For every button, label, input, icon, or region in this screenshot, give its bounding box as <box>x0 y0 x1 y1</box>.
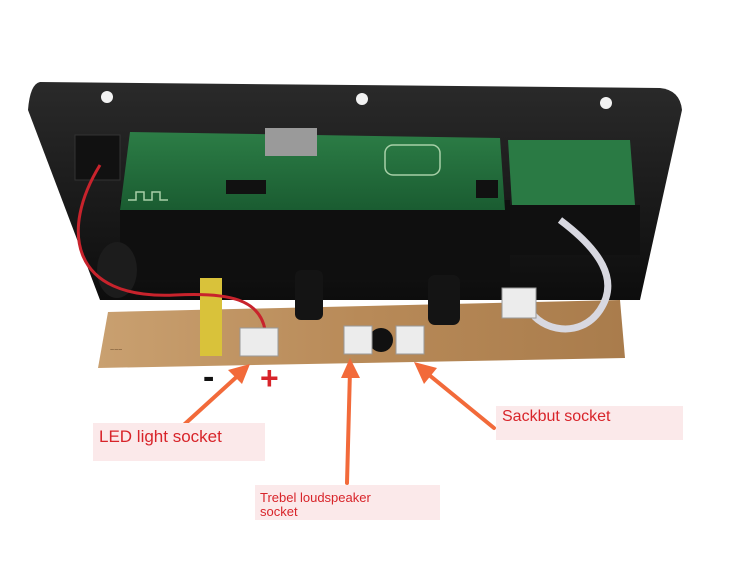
display-outline <box>384 144 441 176</box>
arrow-to-sackbut-socket <box>414 362 496 430</box>
treble-socket <box>343 325 373 355</box>
chip <box>476 180 498 198</box>
led-socket-label: LED light socket <box>93 423 265 461</box>
led-socket-label-text: LED light socket <box>99 427 222 446</box>
pcb-silkscreen: ~~~ <box>110 347 122 354</box>
sackbut-socket <box>395 325 425 355</box>
capacitor <box>295 270 323 320</box>
polarity-plus: + <box>260 360 279 396</box>
treble-socket-label-line1: Trebel loudspeaker <box>260 490 371 505</box>
right-module-board <box>508 140 635 205</box>
heatsink-block <box>120 200 510 280</box>
mount-hole <box>600 97 612 109</box>
ribbon-cable <box>526 217 612 333</box>
arrow-to-led-socket <box>174 364 250 434</box>
mount-hole <box>356 93 368 105</box>
treble-socket-label-line2: socket <box>260 504 298 519</box>
capacitor <box>428 275 460 325</box>
chip <box>226 180 266 194</box>
transistor <box>369 328 393 352</box>
sackbut-socket-label-text: Sackbut socket <box>502 408 611 425</box>
arrow-to-treble-socket <box>341 358 360 485</box>
treble-socket-label: Trebel loudspeaker socket <box>255 485 440 520</box>
sd-card-slot <box>265 128 317 156</box>
sackbut-socket-label: Sackbut socket <box>496 406 683 440</box>
led-socket <box>239 327 279 357</box>
polarity-minus: - <box>203 358 215 396</box>
mount-hole <box>101 91 113 103</box>
aux-socket <box>501 287 537 319</box>
red-wire <box>76 164 267 331</box>
capacitor <box>97 242 137 298</box>
power-connector <box>74 134 121 181</box>
inductor-coil <box>200 278 222 356</box>
control-module-board <box>120 132 505 210</box>
pcb-antenna-trace <box>128 191 168 201</box>
